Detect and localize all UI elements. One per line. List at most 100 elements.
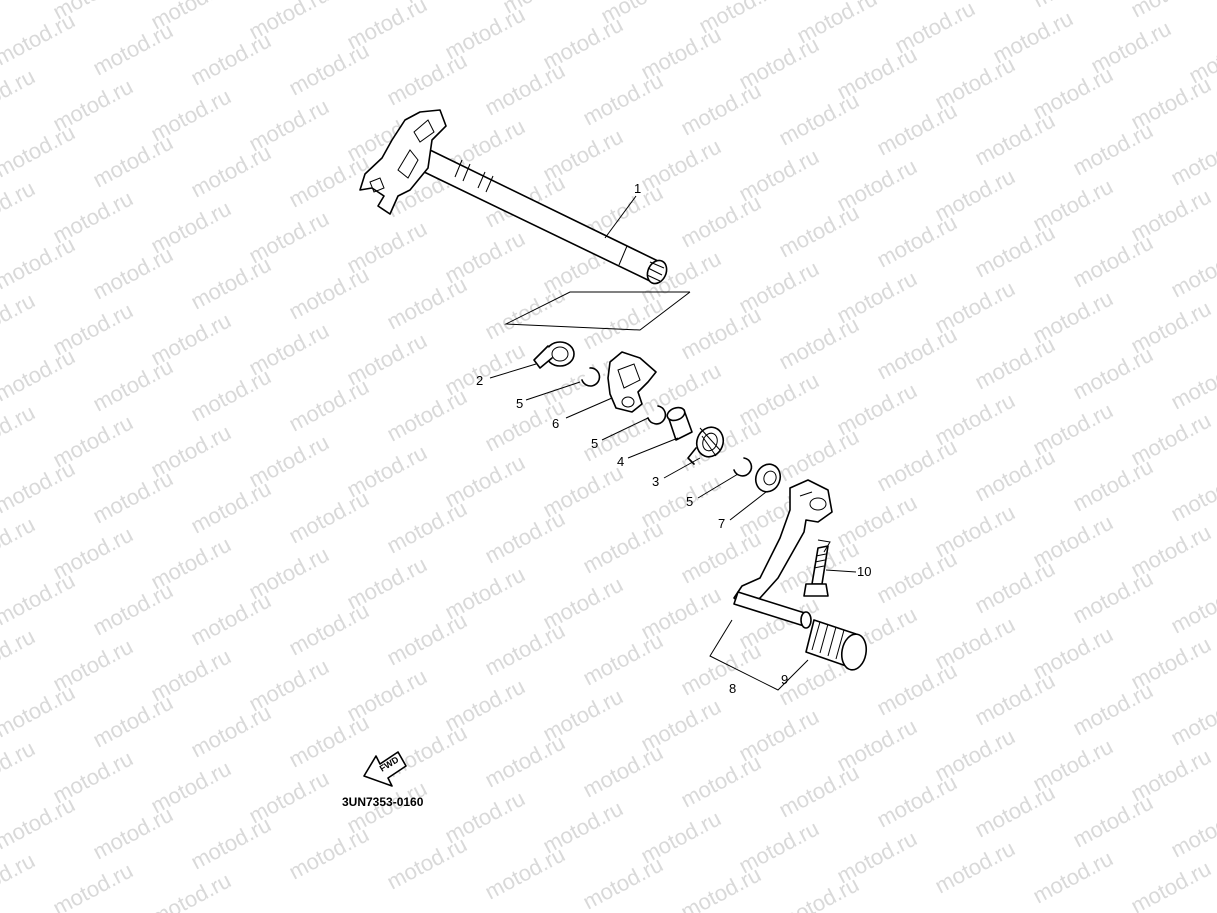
watermark-text: motod.ru — [873, 658, 961, 721]
watermark-text: motod.ru — [1127, 856, 1215, 913]
callout-3: 3 — [652, 474, 659, 489]
leader-5c — [697, 473, 739, 499]
callout-1: 1 — [634, 181, 641, 196]
callout-10: 10 — [857, 564, 871, 579]
part-pedal-rubber — [805, 619, 868, 671]
watermark-text: motod.ru — [1069, 118, 1157, 181]
watermark-text: motod.ru — [1127, 0, 1215, 22]
callout-9: 9 — [781, 672, 788, 687]
watermark-text: motod.ru — [0, 64, 39, 127]
assembly-bracket-shaft — [504, 291, 691, 331]
watermark-text: motod.ru — [89, 354, 177, 417]
watermark-text: motod.ru — [1167, 352, 1217, 415]
watermark-text: motod.ru — [579, 516, 667, 579]
part-return-spring — [687, 426, 725, 465]
part-bolt — [803, 545, 829, 597]
watermark-text: motod.ru — [89, 578, 177, 641]
watermark-text: motod.ru — [579, 740, 667, 803]
watermark-text: motod.ru — [579, 68, 667, 131]
watermark-text: motod.ru — [0, 120, 79, 183]
watermark-text: motod.ru — [89, 466, 177, 529]
watermark-text: motod.ru — [49, 858, 137, 913]
watermark-text: motod.ru — [0, 792, 79, 855]
leader-10 — [825, 569, 857, 573]
watermark-text: motod.ru — [89, 802, 177, 865]
watermark-text: motod.ru — [677, 526, 765, 589]
watermark-text: motod.ru — [0, 568, 79, 631]
part-circlip-3 — [733, 457, 753, 477]
callout-7: 7 — [718, 516, 725, 531]
watermark-text: motod.ru — [579, 852, 667, 913]
leader-3 — [663, 457, 701, 479]
watermark-text: motod.ru — [89, 690, 177, 753]
watermark-text: motod.ru — [383, 48, 471, 111]
fwd-direction-arrow-icon: FWD — [363, 751, 407, 787]
watermark-text: motod.ru — [383, 832, 471, 895]
watermark-text: motod.ru — [579, 292, 667, 355]
part-shift-lever-plate — [607, 351, 657, 413]
watermark-text: motod.ru — [1167, 688, 1217, 751]
watermark-text: motod.ru — [187, 140, 275, 203]
watermark-text: motod.ru — [1069, 454, 1157, 517]
leader-5a — [525, 381, 581, 401]
watermark-text: motod.ru — [147, 868, 235, 913]
watermark-text: motod.ru — [89, 18, 177, 81]
watermark-text: motod.ru — [677, 78, 765, 141]
callout-6: 6 — [552, 416, 559, 431]
part-torsion-spring — [533, 341, 575, 369]
watermark-text: motod.ru — [481, 842, 569, 905]
callout-5c: 5 — [686, 494, 693, 509]
watermark-text: motod.ru — [0, 8, 79, 71]
watermark-text: motod.ru — [677, 862, 765, 913]
leader-1 — [604, 195, 637, 239]
leader-2 — [489, 363, 537, 379]
watermark-text: motod.ru — [481, 618, 569, 681]
watermark-text: motod.ru — [187, 476, 275, 539]
watermark-text: motod.ru — [481, 730, 569, 793]
watermark-text: motod.ru — [0, 624, 39, 687]
watermark-text: motod.ru — [0, 176, 39, 239]
watermark-text: motod.ru — [677, 302, 765, 365]
watermark-text: motod.ru — [481, 282, 569, 345]
watermark-text: motod.ru — [0, 232, 79, 295]
leader-5b — [601, 417, 649, 441]
watermark-text: motod.ru — [187, 812, 275, 875]
watermark-text: motod.ru — [775, 760, 863, 823]
callout-2: 2 — [476, 373, 483, 388]
watermark-text: motod.ru — [1167, 240, 1217, 303]
diagram-code: 3UN7353-0160 — [342, 795, 424, 809]
watermark-text: motod.ru — [971, 668, 1059, 731]
watermark-text: motod.ru — [873, 210, 961, 273]
watermark-text: motod.ru — [775, 872, 863, 913]
watermark-text: motod.ru — [285, 262, 373, 325]
watermark-text: motod.ru — [775, 200, 863, 263]
watermark-text: motod.ru — [285, 374, 373, 437]
watermark-text: motod.ru — [285, 38, 373, 101]
watermark-text: motod.ru — [0, 344, 79, 407]
watermark-text: motod.ru — [873, 322, 961, 385]
watermark-text: motod.ru — [775, 312, 863, 375]
part-shift-shaft — [359, 109, 668, 285]
watermark-text: motod.ru — [1167, 800, 1217, 863]
watermark-text: motod.ru — [1069, 678, 1157, 741]
callout-5a: 5 — [516, 396, 523, 411]
watermark-text: motod.ru — [931, 836, 1019, 899]
watermark-text: motod.ru — [971, 556, 1059, 619]
watermark-text: motod.ru — [1029, 846, 1117, 909]
part-change-pedal — [733, 479, 833, 629]
watermark-text: motod.ru — [285, 150, 373, 213]
watermark-text: motod.ru — [0, 400, 39, 463]
watermark-text: motod.ru — [1167, 464, 1217, 527]
watermark-text: motod.ru — [775, 424, 863, 487]
part-circlip-2 — [647, 405, 667, 425]
part-collar — [666, 406, 693, 441]
watermark-text: motod.ru — [0, 680, 79, 743]
watermark-text: motod.ru — [677, 190, 765, 253]
watermark-text: motod.ru — [579, 628, 667, 691]
watermark-text: motod.ru — [285, 598, 373, 661]
leader-8-9 — [709, 619, 809, 691]
watermark-text: motod.ru — [1069, 566, 1157, 629]
watermark-text: motod.ru — [383, 384, 471, 447]
watermark-text: motod.ru — [1069, 230, 1157, 293]
